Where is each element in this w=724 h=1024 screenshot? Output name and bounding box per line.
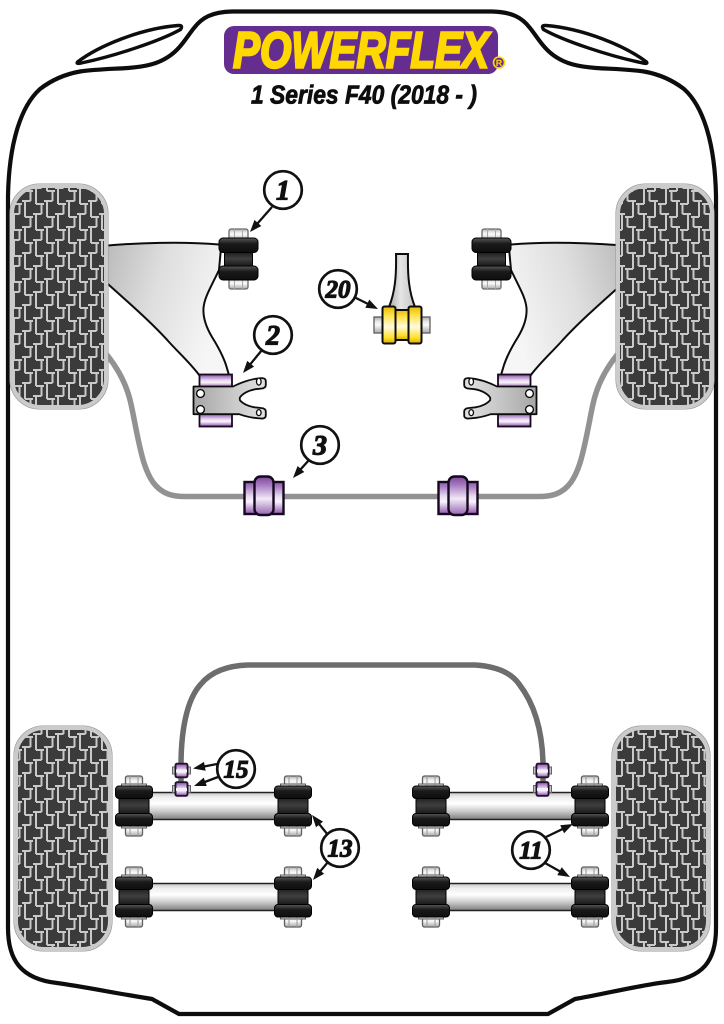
svg-text:3: 3	[312, 431, 327, 462]
svg-text:13: 13	[328, 836, 353, 863]
svg-text:15: 15	[224, 757, 249, 784]
svg-text:20: 20	[325, 277, 352, 304]
svg-text:2: 2	[265, 321, 280, 352]
svg-text:POWERFLEX: POWERFLEX	[233, 22, 491, 79]
svg-text:1: 1	[276, 176, 290, 207]
svg-text:1 Series F40 (2018 - ): 1 Series F40 (2018 - )	[251, 80, 477, 110]
svg-text:R: R	[496, 58, 503, 68]
svg-text:11: 11	[519, 838, 543, 865]
